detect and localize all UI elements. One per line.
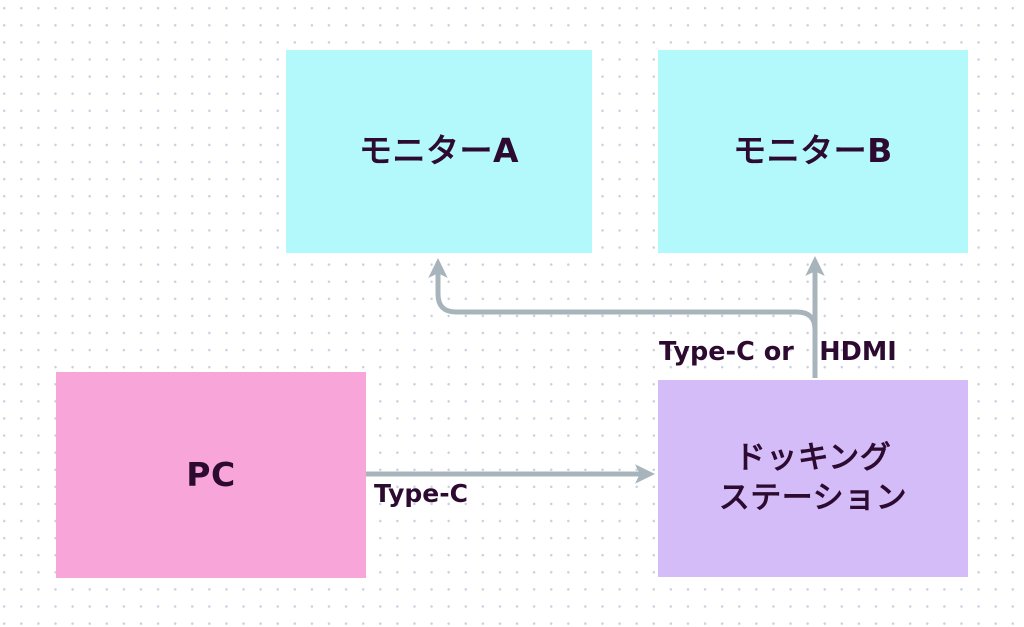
node-docking-station-label: ドッキング ステーション (719, 439, 907, 518)
node-monitor-b-label: モニターB (733, 131, 893, 171)
edge-dock-to-monitor-a (428, 257, 818, 331)
node-docking-station[interactable]: ドッキング ステーション (658, 380, 968, 577)
node-monitor-b[interactable]: モニターB (658, 50, 968, 253)
node-pc-label: PC (186, 454, 236, 494)
node-docking-station-label-line1: ドッキング (734, 439, 892, 476)
edge-label-dock-to-monitor-b: Type-C or HDMI (659, 337, 897, 367)
edge-label-pc-to-dock: Type-C (374, 479, 468, 508)
node-pc[interactable]: PC (56, 372, 366, 578)
node-monitor-a[interactable]: モニターA (286, 50, 592, 253)
node-monitor-a-label: モニターA (358, 131, 520, 171)
node-docking-station-label-line2: ステーション (718, 479, 908, 516)
